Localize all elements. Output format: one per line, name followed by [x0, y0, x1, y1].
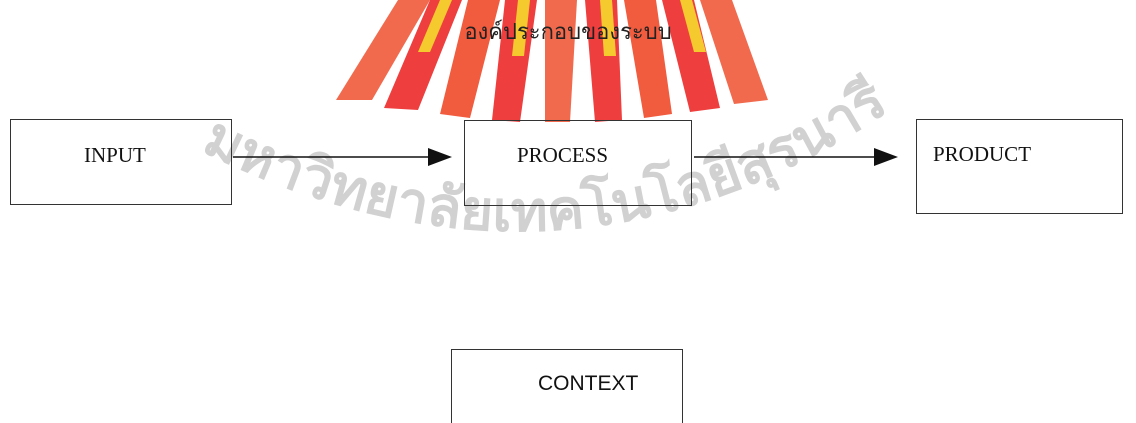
input-label: INPUT: [84, 143, 146, 167]
process-box: PROCESS: [464, 120, 692, 206]
arrow-process-to-product: [694, 148, 898, 166]
input-box: INPUT: [10, 119, 232, 205]
context-box: CONTEXT: [451, 349, 683, 423]
product-label: PRODUCT: [933, 142, 1032, 166]
diagram-title: องค์ประกอบของระบบ: [464, 19, 672, 44]
arrow-input-to-process: [233, 148, 452, 166]
process-label: PROCESS: [517, 143, 609, 167]
context-label: CONTEXT: [538, 372, 639, 395]
product-box: PRODUCT: [916, 119, 1123, 214]
